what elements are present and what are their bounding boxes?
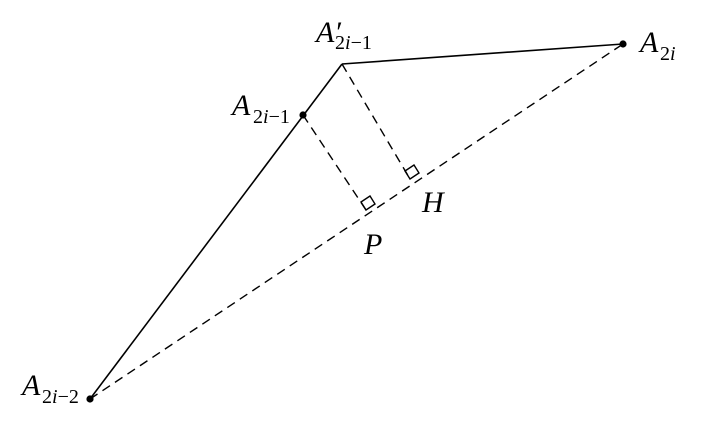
point-A2i [619, 40, 627, 48]
label-A2i-sub: 2i [660, 43, 676, 65]
perpendicular-Aprime-to-H [341, 63, 411, 180]
point-A2i-1 [299, 111, 307, 119]
label-A2i-1: A [230, 89, 251, 122]
label-A2i-2: A [20, 369, 41, 402]
right-angle-mark-P [360, 195, 376, 211]
label-A2i: A [638, 26, 659, 59]
label-P: P [363, 228, 382, 261]
label-A2i-2-sub: 2i−2 [42, 386, 79, 408]
label-Aprime2i-1-sub: 2i−1 [335, 32, 372, 54]
label-Aprime2i-1: A′ [314, 16, 341, 49]
segment-A2i-2-to-A2i-dashed [89, 43, 624, 400]
segment-Aprime2i-1-to-A2i [341, 43, 624, 65]
segment-A2i-2-to-Aprime2i-1 [89, 63, 343, 400]
label-H: H [421, 186, 446, 219]
point-A2i-2 [86, 395, 94, 403]
right-angle-mark-H [404, 164, 420, 180]
label-A2i-1-sub: 2i−1 [253, 106, 290, 128]
perpendicular-A2i-1-to-P [302, 114, 367, 211]
